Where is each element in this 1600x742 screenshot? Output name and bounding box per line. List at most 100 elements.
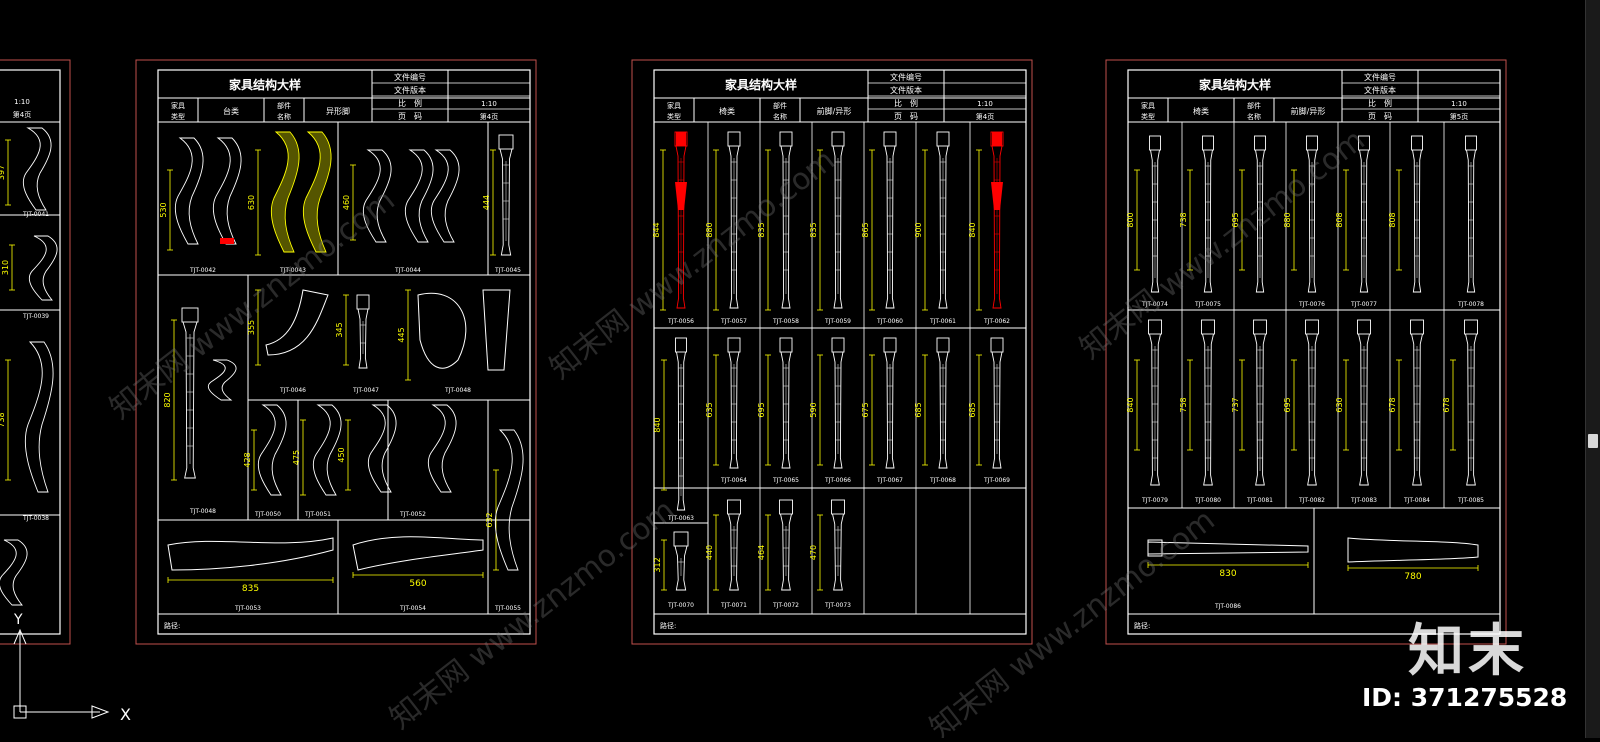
dimension-mark: 880 [1283, 169, 1297, 271]
leg-outline [362, 149, 392, 243]
dimension-mark: 630 [1335, 359, 1349, 451]
part-code: TJT-0082 [1298, 497, 1325, 504]
dimension-label: 590 [809, 402, 818, 417]
part-code: TJT-0046 [279, 387, 306, 394]
dimension-mark: 678 [1442, 359, 1456, 451]
dimension-label: 560 [409, 579, 426, 589]
furniture-leg [362, 149, 392, 243]
leg-shaft [676, 351, 686, 511]
dimension-mark: 470 [809, 514, 823, 591]
furniture-leg [831, 131, 845, 309]
furniture-leg [302, 131, 332, 253]
leg-shaft [1307, 149, 1317, 293]
leg-outline [1347, 537, 1479, 563]
dimension-mark: 800 [1126, 169, 1140, 271]
part-code: TJT-0041 [22, 211, 49, 218]
dimension-label: 428 [243, 452, 252, 467]
furniture-leg [498, 134, 514, 256]
furniture-leg [936, 337, 950, 469]
sheet-border [157, 69, 531, 635]
dimension-mark: 835 [757, 149, 771, 311]
leg-shaft [674, 545, 688, 591]
dimension-label: 312 [653, 557, 662, 572]
dimension-mark: 865 [861, 149, 875, 311]
sheet-border [1127, 69, 1501, 635]
dimension-label: 530 [159, 202, 168, 217]
furniture-leg [207, 359, 237, 401]
dimension-label: 635 [705, 402, 714, 417]
furniture-leg [28, 235, 58, 301]
dimension-label: 835 [242, 584, 259, 594]
part-code: TJT-0086 [1214, 603, 1241, 610]
leg-outline [270, 131, 300, 253]
leg-block [356, 294, 370, 310]
page-value: 第4页 [13, 110, 31, 119]
dimension-label: 880 [1283, 212, 1292, 227]
leg-shaft [1149, 333, 1161, 486]
furniture-leg [779, 337, 793, 469]
part-code: TJT-0053 [234, 605, 261, 612]
scrollbar-thumb[interactable] [1588, 434, 1598, 448]
furniture-leg [1464, 319, 1478, 486]
part-code: TJT-0085 [1457, 497, 1484, 504]
dimension-label: 675 [861, 402, 870, 417]
dimension-mark: 312 [653, 539, 667, 591]
part-label: 部件 [773, 101, 787, 110]
leg-shaft [832, 351, 844, 469]
leg-shaft [728, 513, 740, 591]
leg-shaft [1150, 149, 1160, 293]
furniture-leg [270, 131, 300, 253]
dimension-mark: 830 [1147, 562, 1309, 579]
part-code: TJT-0054 [399, 605, 426, 612]
part-code: TJT-0062 [983, 318, 1010, 325]
part-label: 部件 [1247, 101, 1261, 110]
leg-block [779, 131, 793, 147]
leg-block [990, 337, 1004, 353]
type-label: 家具 [1141, 101, 1155, 110]
dimension-mark: 835 [167, 577, 334, 594]
furniture-leg [494, 429, 524, 571]
part-code: TJT-0057 [720, 318, 747, 325]
leg-shaft [1411, 333, 1423, 486]
ucs-x-label: X [120, 705, 131, 724]
part-code: TJT-0051 [304, 511, 331, 518]
furniture-leg [1465, 135, 1477, 293]
dimension-label: 800 [1126, 212, 1135, 227]
leg-block [1306, 135, 1318, 151]
leg-shaft [1202, 333, 1214, 486]
ucs-box [13, 705, 27, 719]
furniture-leg [883, 337, 897, 469]
part-code: TJT-0055 [494, 605, 521, 612]
highlight-part [675, 182, 687, 210]
leg-block [779, 499, 793, 515]
highlight-foot [220, 238, 234, 244]
part-code: TJT-0038 [22, 515, 49, 522]
part-code: TJT-0045 [494, 267, 521, 274]
leg-shaft [832, 513, 844, 591]
furniture-leg [212, 137, 242, 245]
dimension-mark: 397 [0, 139, 11, 206]
part-code: TJT-0068 [929, 477, 956, 484]
dimension-label: 450 [337, 447, 346, 462]
dimension-label: 830 [1219, 569, 1236, 579]
dimension-mark: 808 [1388, 169, 1402, 271]
vertical-scrollbar[interactable] [1585, 0, 1600, 738]
path-label: 路径: [164, 621, 180, 630]
leg-shaft [1412, 149, 1422, 293]
furniture-leg [1306, 135, 1318, 293]
watermark-text: 知末网 www.znzmo.com [1073, 123, 1371, 367]
dimension-mark: 880 [705, 149, 719, 311]
dimension-mark: 345 [335, 294, 349, 366]
scale-value: 1:10 [14, 98, 30, 106]
leg-shaft [728, 145, 740, 309]
leg-shaft [182, 321, 198, 479]
leg-outline [0, 539, 28, 606]
part-code: TJT-0056 [667, 318, 694, 325]
ucs-y-label: Y [13, 612, 23, 628]
dimension-label: 678 [1442, 397, 1451, 412]
leg-outline [352, 536, 484, 571]
title-block-label: 比 例 [398, 98, 422, 108]
